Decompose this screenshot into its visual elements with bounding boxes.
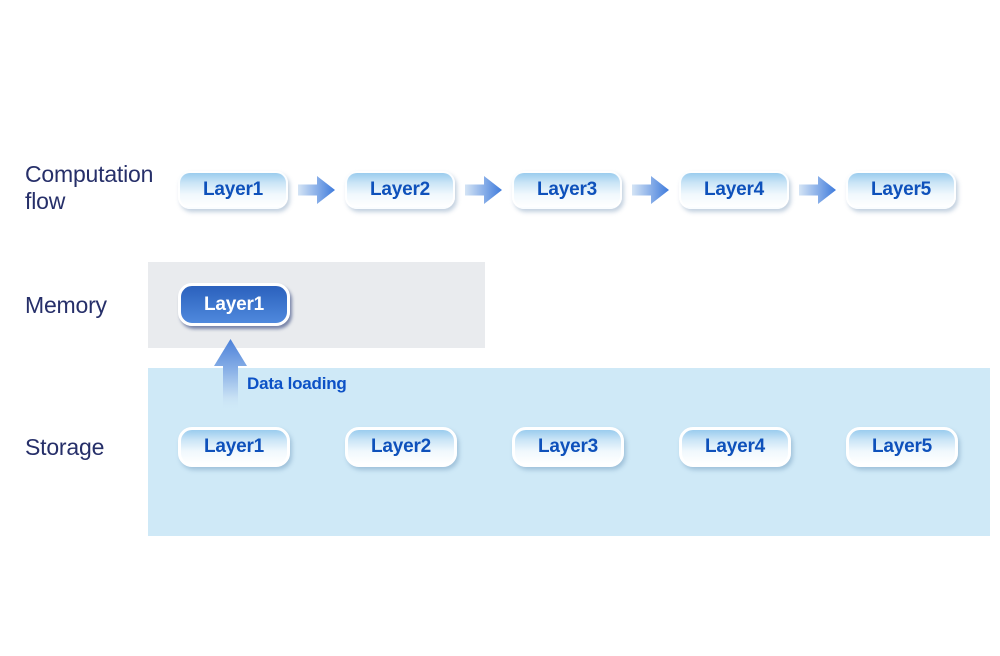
- data-loading-arrow-icon: [214, 339, 247, 410]
- computation-layer-box-5: Layer5: [846, 171, 956, 209]
- storage-layer-box-3: Layer3: [512, 427, 624, 467]
- flow-arrow-icon: [465, 176, 502, 204]
- memory-label: Memory: [25, 292, 107, 318]
- computation-layer-box-2: Layer2: [345, 171, 455, 209]
- computation-layer-box-1: Layer1: [178, 171, 288, 209]
- storage-layer-box-1: Layer1: [178, 427, 290, 467]
- data-loading-label: Data loading: [247, 374, 347, 393]
- storage-layer-box-5: Layer5: [846, 427, 958, 467]
- computation-layer-box-3: Layer3: [512, 171, 622, 209]
- computation-flow-label: Computation flow: [25, 161, 154, 214]
- computation-layer-box-4: Layer4: [679, 171, 789, 209]
- storage-label: Storage: [25, 434, 105, 460]
- flow-arrow-icon: [632, 176, 669, 204]
- storage-layer-box-4: Layer4: [679, 427, 791, 467]
- flow-arrow-icon: [799, 176, 836, 204]
- memory-layer-box-1: Layer1: [178, 283, 290, 326]
- storage-layer-box-2: Layer2: [345, 427, 457, 467]
- flow-arrow-icon: [298, 176, 335, 204]
